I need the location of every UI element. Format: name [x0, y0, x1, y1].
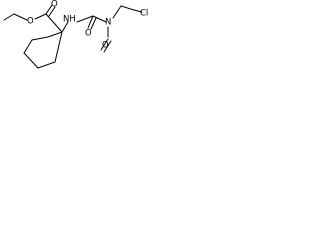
- atom-cl: Cl: [140, 9, 148, 19]
- atom-nitroso-o: O: [102, 41, 109, 51]
- cyclohexane-ring: [23, 31, 63, 69]
- bond-n-double-o-2: [103, 40, 112, 53]
- ethyl-group: [3, 13, 28, 21]
- atom-nh: NH: [63, 15, 76, 25]
- bond-ch2-ch2: [120, 5, 135, 11]
- ester-group: O O: [27, 0, 63, 33]
- atom-urea-o: O: [85, 29, 92, 39]
- atom-carbonyl-o: O: [51, 0, 58, 10]
- bond-urea-c-double-o-1: [87, 15, 94, 29]
- bond-n-double-o-1: [100, 38, 109, 51]
- bond-n-ch2: [112, 5, 122, 19]
- bond-carbonyl-c-double-o-1: [45, 4, 53, 15]
- bond-ethyl-ch2-o: [13, 13, 28, 21]
- bond-carbonyl-c-double-o-2: [48, 6, 56, 17]
- atom-ester-o: O: [27, 17, 34, 27]
- urea-group: NH O: [63, 15, 107, 39]
- bond-ethyl-ch3-ch2: [3, 13, 15, 21]
- ring-bonds: [23, 31, 63, 69]
- bond-nh-carbonyl-c: [76, 15, 94, 23]
- bond-carbonyl-c-n: [92, 15, 107, 23]
- nitrosamine-group: N O: [100, 18, 112, 53]
- chemical-structure: O O NH O N O Cl: [3, 0, 148, 69]
- bond-ch2-cl: [133, 9, 143, 13]
- bond-o-carbonyl-c: [34, 13, 47, 20]
- bond-quaternary-c-nh: [61, 21, 69, 33]
- bond-urea-c-double-o-2: [90, 17, 97, 30]
- bond-carbonyl-c-quaternary-c: [45, 13, 63, 33]
- atom-n: N: [105, 18, 111, 28]
- chloroethyl-group: Cl: [112, 5, 148, 19]
